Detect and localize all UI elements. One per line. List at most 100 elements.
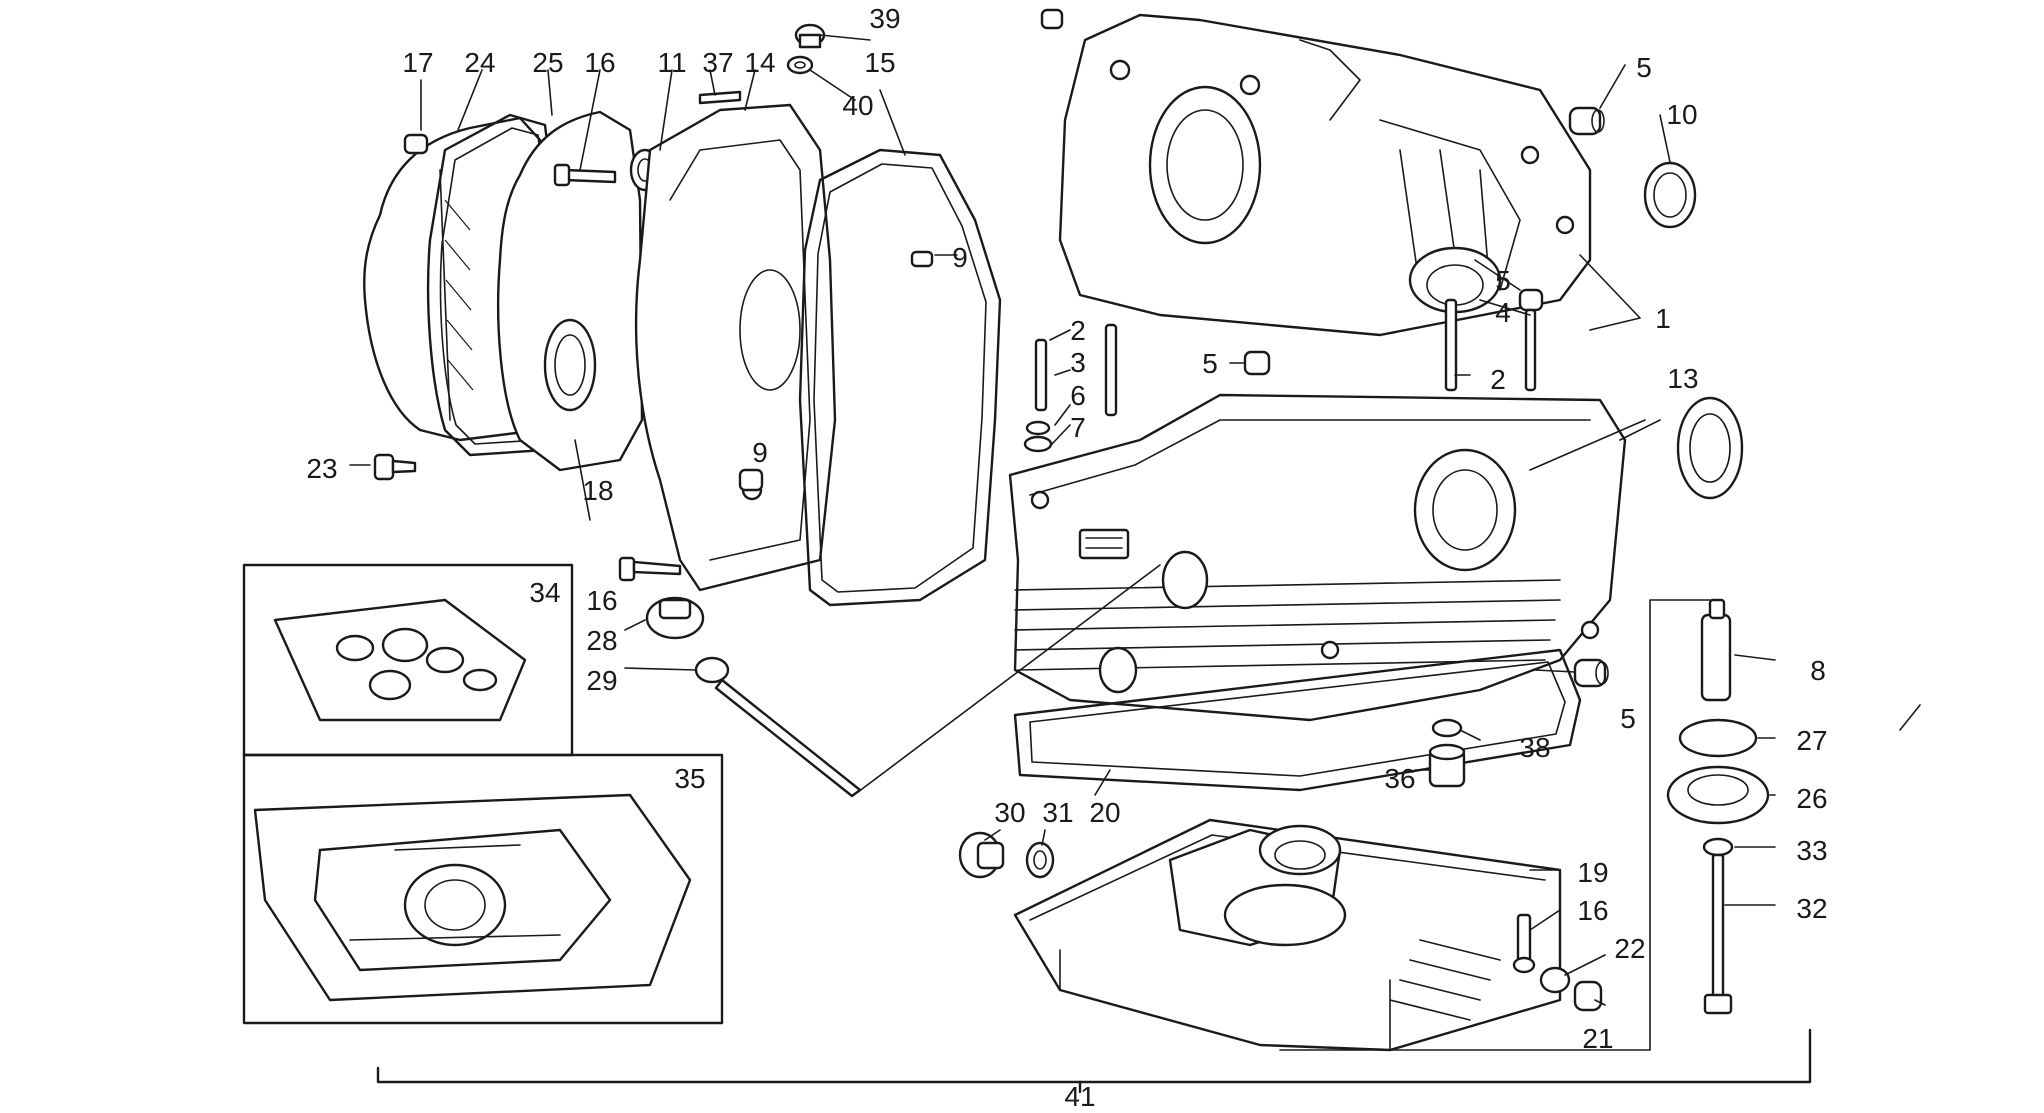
callout-22: 22 (1614, 933, 1645, 964)
stud-2-right (1444, 298, 1458, 392)
bolt-16-sump (1512, 913, 1536, 974)
callout-5-c: 5 (1495, 265, 1511, 296)
callout-24: 24 (464, 47, 495, 78)
callout-9-a: 9 (952, 242, 968, 273)
callout-4: 4 (1495, 297, 1511, 328)
callout-25: 25 (532, 47, 563, 78)
callout-6: 6 (1070, 380, 1086, 411)
callout-36: 36 (1384, 763, 1415, 794)
callout-1: 1 (1655, 303, 1671, 334)
gasket-20 (1013, 648, 1582, 792)
callout-9-b: 9 (752, 437, 768, 468)
callout-32: 32 (1796, 893, 1827, 924)
callout-16-b: 16 (586, 585, 617, 616)
cover-26 (1666, 765, 1770, 825)
bolt-16-lower (618, 556, 682, 582)
plug-17 (403, 133, 429, 155)
callout-27: 27 (1796, 725, 1827, 756)
nut-7 (1023, 435, 1053, 453)
callout-13: 13 (1667, 363, 1698, 394)
screw-23 (373, 453, 417, 481)
callout-20: 20 (1089, 797, 1120, 828)
callout-3: 3 (1070, 347, 1086, 378)
cover-plate-25 (497, 110, 644, 472)
washer-38 (1431, 718, 1463, 738)
callout-16-a: 16 (584, 47, 615, 78)
callout-19: 19 (1577, 857, 1608, 888)
callout-15: 15 (864, 47, 895, 78)
callout-34: 34 (529, 577, 560, 608)
bushing-5-top (1568, 106, 1605, 136)
callout-31: 31 (1042, 797, 1073, 828)
callout-2-a: 2 (1070, 315, 1086, 346)
plug-30 (958, 831, 1005, 879)
crankcase-upper-half (1058, 13, 1592, 337)
bushing-5-mid-right (1518, 288, 1544, 312)
callout-41: 41 (1064, 1081, 1095, 1108)
callout-38: 38 (1519, 732, 1550, 763)
callout-8: 8 (1810, 655, 1826, 686)
dipstick-guide-line (857, 564, 1161, 793)
bolt-37 (698, 90, 742, 105)
o-ring-29 (694, 656, 730, 684)
callout-39: 39 (869, 3, 900, 34)
callout-28: 28 (586, 625, 617, 656)
callout-35: 35 (674, 763, 705, 794)
bushing-36 (1428, 743, 1466, 788)
dowel-9 (910, 250, 934, 268)
washer-33 (1702, 837, 1734, 857)
inset-frame-35 (242, 753, 724, 1025)
leader-lines (349, 34, 1921, 1006)
callout-2-b: 2 (1490, 364, 1506, 395)
callout-40: 40 (842, 90, 873, 121)
washer-31 (1025, 841, 1055, 879)
filter-8 (1700, 598, 1732, 702)
oil-sump-19 (1013, 818, 1562, 1052)
plug-21 (1573, 980, 1603, 1012)
callout-5-b: 5 (1202, 348, 1218, 379)
dipstick-cap-28 (645, 596, 705, 640)
stud-4 (1524, 308, 1537, 392)
callout-5-d: 5 (1620, 703, 1636, 734)
bushing-5-mid-left (1243, 350, 1271, 376)
callout-21: 21 (1582, 1023, 1613, 1054)
oil-seal-13 (1676, 396, 1744, 500)
callout-5-a: 5 (1636, 52, 1652, 83)
gasket-27 (1678, 718, 1758, 758)
breather-39 (794, 23, 826, 49)
washer-22 (1539, 966, 1571, 994)
bracket-41 (376, 1028, 1812, 1084)
callout-30: 30 (994, 797, 1025, 828)
bolt-32 (1703, 853, 1733, 1015)
dipstick-rod (714, 678, 862, 798)
stud-3 (1034, 338, 1048, 412)
dowel-top-left (1040, 8, 1064, 30)
timing-case-11 (634, 103, 837, 592)
callout-16-c: 16 (1577, 895, 1608, 926)
callout-labels: 17 24 25 16 11 37 14 15 39 40 9 5 10 1 1… (306, 3, 1827, 1112)
washer-6 (1025, 420, 1051, 436)
stud-2-left (1104, 323, 1118, 417)
gasket-kit-large (253, 793, 692, 1002)
callout-14: 14 (744, 47, 775, 78)
callout-33: 33 (1796, 835, 1827, 866)
callout-26: 26 (1796, 783, 1827, 814)
callout-17: 17 (402, 47, 433, 78)
ring-10 (1643, 161, 1697, 229)
callout-23: 23 (306, 453, 337, 484)
gasket-15 (798, 148, 1002, 607)
bracket-group-line (1279, 599, 1711, 1051)
washer-40 (786, 55, 814, 75)
callout-7: 7 (1070, 412, 1086, 443)
callout-10: 10 (1666, 99, 1697, 130)
callout-18: 18 (582, 475, 613, 506)
bushing-5-lower (1573, 658, 1609, 688)
callout-11: 11 (657, 47, 686, 78)
gasket-kit-small (273, 598, 527, 722)
bolt-16-upper (553, 163, 617, 187)
callout-37: 37 (702, 47, 733, 78)
crankcase-lower-half (1008, 393, 1627, 722)
callout-29: 29 (586, 665, 617, 696)
